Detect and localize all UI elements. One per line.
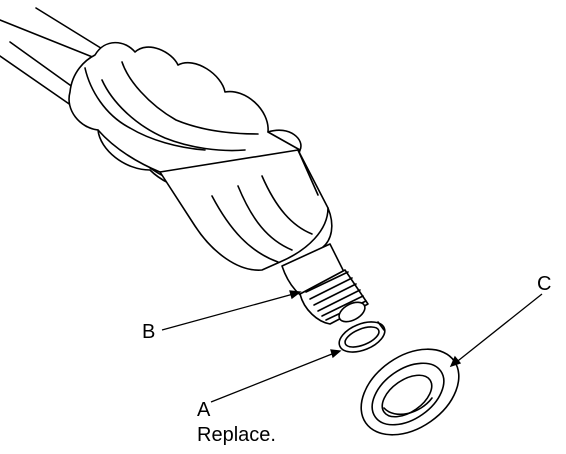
callout-label-c: C [537, 273, 552, 295]
callout-note-a: Replace. [197, 424, 276, 446]
circlip-ring [338, 321, 386, 353]
leader-line-c [449, 293, 543, 368]
seal-washer [360, 348, 460, 436]
splined-stub-shaft [281, 243, 369, 325]
callout-label-b: B [142, 321, 156, 343]
callout-label-a: A [197, 399, 211, 421]
joint-housing [159, 149, 333, 271]
leader-line-a [210, 349, 342, 403]
leader-line-b [161, 290, 302, 331]
